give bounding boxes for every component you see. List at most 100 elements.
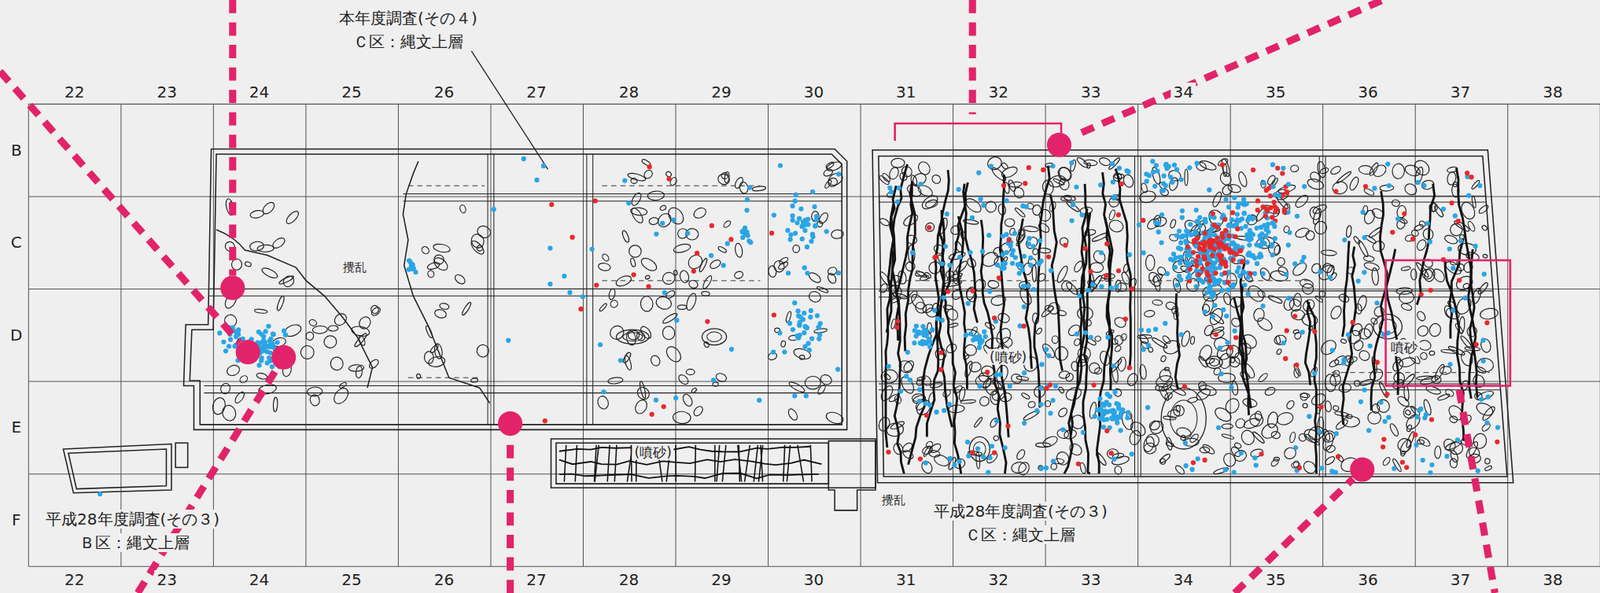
pit-outline xyxy=(883,372,892,381)
find-dot xyxy=(987,288,992,294)
pit-outline xyxy=(470,378,478,383)
pit-outline xyxy=(1481,224,1489,232)
find-dot xyxy=(940,317,945,323)
find-dot xyxy=(885,364,891,369)
pit-outline xyxy=(1403,163,1422,178)
find-dot xyxy=(803,324,809,330)
find-dot xyxy=(1195,456,1201,461)
sand-crack xyxy=(1306,300,1317,474)
find-dot xyxy=(1046,353,1051,358)
find-dot xyxy=(1088,335,1094,340)
pit-outline xyxy=(721,172,729,180)
pit-outline xyxy=(677,305,687,310)
pit-outline xyxy=(1391,457,1402,472)
pit-outline xyxy=(733,270,744,281)
find-dot xyxy=(1208,237,1213,243)
sand-crack xyxy=(1017,218,1032,369)
find-dot xyxy=(1478,397,1484,402)
find-dot xyxy=(1223,228,1228,233)
find-dot xyxy=(1245,252,1250,258)
pit-outline xyxy=(910,171,929,189)
sand-crack xyxy=(1342,240,1350,337)
pit-outline xyxy=(1108,209,1117,221)
find-dot xyxy=(1201,243,1207,249)
belt-line xyxy=(487,154,489,425)
pit-outline xyxy=(1293,329,1300,335)
find-dot xyxy=(1110,179,1116,185)
pit-outline xyxy=(1345,224,1353,238)
pit-outline xyxy=(1216,157,1229,168)
pit-outline xyxy=(1378,381,1390,399)
pit-outline xyxy=(1289,431,1297,444)
pit-outline xyxy=(210,396,227,417)
find-dot xyxy=(1235,211,1240,217)
find-dot xyxy=(1293,445,1298,450)
pit-outline xyxy=(1167,409,1181,419)
find-dot xyxy=(976,170,981,176)
pit-outline xyxy=(260,265,279,281)
pit-outline xyxy=(1328,304,1344,321)
pit-outline xyxy=(1252,307,1265,323)
pit-outline xyxy=(1417,339,1432,352)
find-dot xyxy=(933,409,939,415)
pit-outline xyxy=(1281,202,1291,216)
pit-outline xyxy=(453,272,467,286)
find-dot xyxy=(981,329,987,335)
find-dot xyxy=(1194,263,1199,269)
belt-line xyxy=(878,389,1501,391)
pit-outline xyxy=(1433,363,1446,382)
pit-outline xyxy=(1211,191,1224,209)
pit-outline xyxy=(932,453,951,469)
pit-outline xyxy=(1160,354,1167,362)
find-dot xyxy=(1002,445,1007,450)
find-dot xyxy=(1109,450,1114,456)
find-dot xyxy=(1150,169,1156,175)
find-dot xyxy=(1091,382,1096,388)
find-dot xyxy=(1452,213,1458,218)
find-dot xyxy=(1139,327,1144,332)
find-dot xyxy=(1235,243,1240,249)
pit-outline xyxy=(825,160,843,174)
pit-outline xyxy=(1175,426,1193,440)
pit-outline xyxy=(1484,464,1493,472)
sand-crack xyxy=(1102,172,1112,391)
pit-outline xyxy=(692,206,708,221)
pit-outline xyxy=(1017,287,1034,306)
pit-outline xyxy=(255,372,268,380)
pit-outline xyxy=(1227,183,1242,194)
find-dot xyxy=(1105,335,1110,340)
pit-outline xyxy=(1273,334,1287,346)
pit-outline xyxy=(1352,339,1365,353)
find-dot xyxy=(1158,239,1164,245)
pit-outline xyxy=(370,305,380,315)
pit-outline xyxy=(717,245,727,254)
find-dot xyxy=(1286,295,1291,301)
pit-outline xyxy=(1190,336,1195,345)
pit-outline xyxy=(684,292,698,312)
pit-outline xyxy=(1232,448,1249,464)
pit-outline xyxy=(987,280,1000,289)
pit-outline xyxy=(1363,261,1380,273)
pit-outline xyxy=(630,191,643,207)
pit-outline xyxy=(1013,206,1026,218)
pit-outline xyxy=(969,436,990,461)
find-dot xyxy=(896,185,902,191)
pit-outline xyxy=(1229,357,1241,368)
find-dot xyxy=(259,348,265,354)
find-dot xyxy=(1039,466,1044,472)
pit-outline xyxy=(908,291,927,311)
pit-outline xyxy=(1298,391,1309,402)
find-dot xyxy=(1125,409,1131,415)
grid-lines xyxy=(28,103,1600,567)
find-dot xyxy=(777,330,782,336)
find-dot xyxy=(1485,394,1491,399)
pit-outline xyxy=(623,332,643,342)
find-dot xyxy=(1010,248,1016,254)
find-dot xyxy=(1271,199,1276,205)
pit-outline xyxy=(1338,383,1353,394)
pit-outline xyxy=(673,269,679,276)
find-dot xyxy=(808,308,814,314)
find-dot xyxy=(914,324,919,329)
pit-outline xyxy=(1467,220,1477,233)
pit-outline xyxy=(826,265,838,277)
